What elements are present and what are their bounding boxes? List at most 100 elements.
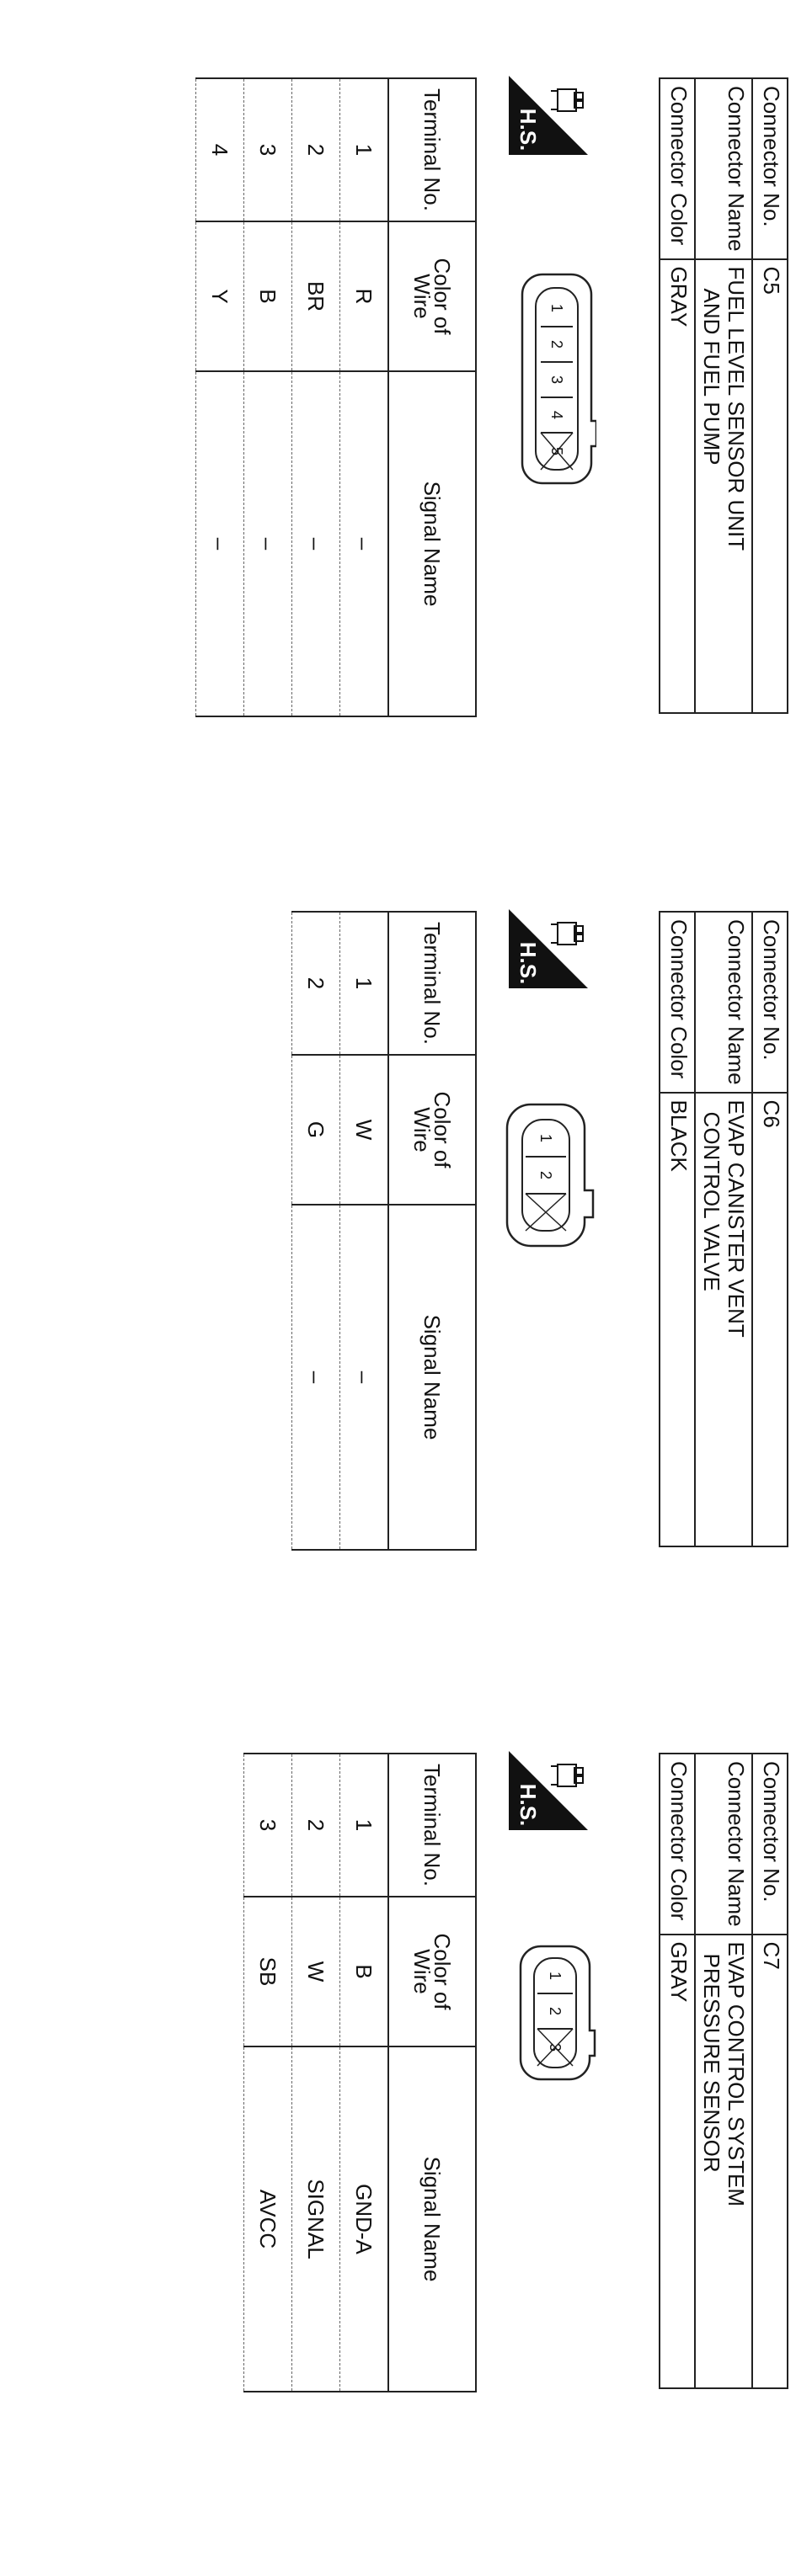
connector-section-c6: Connector No. C6 Connector Name EVAP CAN… (0, 892, 812, 1734)
terminal-no-cell: 4 (195, 78, 244, 221)
connector-name-value: EVAP CONTROL SYSTEM PRESSURE SENSOR (695, 1934, 752, 2388)
cavity-label: 2 (548, 340, 565, 349)
signal-name-cell: SIGNAL (291, 2046, 340, 2392)
signal-name-cell: – (291, 371, 340, 716)
table-row: 1 R – (339, 78, 388, 716)
table-row: 1 W – (339, 912, 388, 1550)
connector-face-c5: 1 2 3 4 5 (517, 269, 596, 488)
wire-color-cell: W (339, 1055, 388, 1205)
signal-name-cell: AVCC (243, 2046, 292, 2392)
cavity-label: 1 (537, 1134, 554, 1142)
connector-info-table: Connector No. C5 Connector Name FUEL LEV… (659, 77, 788, 714)
connector-no-value: C7 (752, 1934, 788, 2388)
wire-color-header-line2: Wire (409, 1949, 435, 1994)
connector-no-label: Connector No. (752, 912, 788, 1093)
harness-side-badge: H.S. (509, 909, 588, 988)
connector-name-label: Connector Name (695, 1754, 752, 1935)
connector-no-value: C6 (752, 1092, 788, 1546)
cavity-label: 4 (548, 411, 565, 419)
connector-no-label: Connector No. (752, 78, 788, 259)
cavity-label: 2 (537, 1171, 554, 1179)
terminal-table: Terminal No. Color of Wire Signal Name 1… (195, 77, 477, 717)
connector-name-line2: PRESSURE SENSOR (699, 1953, 724, 2173)
connector-color-label: Connector Color (660, 78, 695, 259)
terminal-no-cell: 1 (339, 78, 388, 221)
connector-color-value: GRAY (660, 1934, 695, 2388)
terminal-no-cell: 2 (291, 912, 340, 1055)
connector-color-label: Connector Color (660, 912, 695, 1093)
table-row: 4 Y – (195, 78, 244, 716)
signal-name-cell: – (339, 1205, 388, 1550)
harness-side-badge: H.S. (509, 1751, 588, 1830)
connector-name-line1: EVAP CANISTER VENT (724, 1099, 749, 1338)
terminal-no-header: Terminal No. (388, 1754, 476, 1897)
connector-no-value: C5 (752, 258, 788, 713)
terminal-no-header: Terminal No. (388, 912, 476, 1055)
connector-glyph-icon (551, 1764, 584, 1787)
table-row: 3 SB AVCC (243, 1754, 292, 2392)
connector-name-label: Connector Name (695, 912, 752, 1093)
wire-color-header-line1: Color of (430, 1091, 455, 1168)
wire-color-cell: W (291, 1897, 340, 2046)
wire-color-cell: BR (291, 221, 340, 371)
signal-name-cell: GND-A (339, 2046, 388, 2392)
hs-badge-label: H.S. (516, 1784, 541, 1827)
hs-badge-label: H.S. (516, 109, 541, 152)
signal-name-header: Signal Name (388, 2046, 476, 2392)
hs-badge-label: H.S. (516, 942, 541, 985)
table-row: 2 BR – (291, 78, 340, 716)
wire-color-header: Color of Wire (388, 1055, 476, 1205)
connector-color-value: GRAY (660, 258, 695, 713)
wire-color-header: Color of Wire (388, 1897, 476, 2046)
wire-color-cell: G (291, 1055, 340, 1205)
wire-color-cell: B (339, 1897, 388, 2046)
terminal-no-cell: 1 (339, 1754, 388, 1897)
terminal-no-cell: 3 (243, 78, 292, 221)
table-row: 3 B – (243, 78, 292, 716)
connector-glyph-icon (551, 88, 584, 112)
connector-name-line1: EVAP CONTROL SYSTEM (724, 1941, 749, 2207)
wire-color-header: Color of Wire (388, 221, 476, 371)
terminal-no-cell: 2 (291, 78, 340, 221)
connector-name-value: FUEL LEVEL SENSOR UNIT AND FUEL PUMP (695, 258, 752, 713)
terminal-table: Terminal No. Color of Wire Signal Name 1… (243, 1753, 477, 2392)
wire-color-header-line1: Color of (430, 1933, 455, 2010)
cavity-label: 3 (548, 375, 565, 384)
table-row: 1 B GND-A (339, 1754, 388, 2392)
connector-no-label: Connector No. (752, 1754, 788, 1935)
table-row: 2 G – (291, 912, 340, 1550)
connector-info-table: Connector No. C7 Connector Name EVAP CON… (659, 1753, 788, 2389)
connector-section-c5: Connector No. C5 Connector Name FUEL LEV… (0, 59, 812, 901)
signal-name-cell: – (243, 371, 292, 716)
wire-color-cell: B (243, 221, 292, 371)
table-row: 2 W SIGNAL (291, 1754, 340, 2392)
wire-color-cell: SB (243, 1897, 292, 2046)
wire-color-header-line2: Wire (409, 274, 435, 319)
connector-info-table: Connector No. C6 Connector Name EVAP CAN… (659, 911, 788, 1547)
terminal-no-header: Terminal No. (388, 78, 476, 221)
connector-face-c7: 1 2 3 (512, 1941, 596, 2084)
wire-color-cell: R (339, 221, 388, 371)
terminal-no-cell: 3 (243, 1754, 292, 1897)
connector-face-c6: 1 2 (495, 1099, 596, 1251)
cavity-label: 3 (547, 2043, 564, 2052)
signal-name-cell: – (291, 1205, 340, 1550)
terminal-no-cell: 2 (291, 1754, 340, 1897)
connector-name-label: Connector Name (695, 78, 752, 259)
cavity-label: 1 (548, 304, 565, 312)
cavity-label: 1 (547, 1972, 564, 1980)
harness-side-badge: H.S. (509, 76, 588, 155)
cavity-label: 5 (548, 447, 565, 455)
connector-glyph-icon (551, 922, 584, 945)
terminal-table: Terminal No. Color of Wire Signal Name 1… (291, 911, 477, 1551)
terminal-no-cell: 1 (339, 912, 388, 1055)
cavity-label: 2 (547, 2007, 564, 2015)
wire-color-cell: Y (195, 221, 244, 371)
connector-name-line2: CONTROL VALVE (699, 1111, 724, 1291)
signal-name-header: Signal Name (388, 1205, 476, 1550)
connector-name-value: EVAP CANISTER VENT CONTROL VALVE (695, 1092, 752, 1546)
connector-color-value: BLACK (660, 1092, 695, 1546)
connector-name-line1: FUEL LEVEL SENSOR UNIT (724, 266, 749, 551)
connector-name-line2: AND FUEL PUMP (699, 288, 724, 466)
